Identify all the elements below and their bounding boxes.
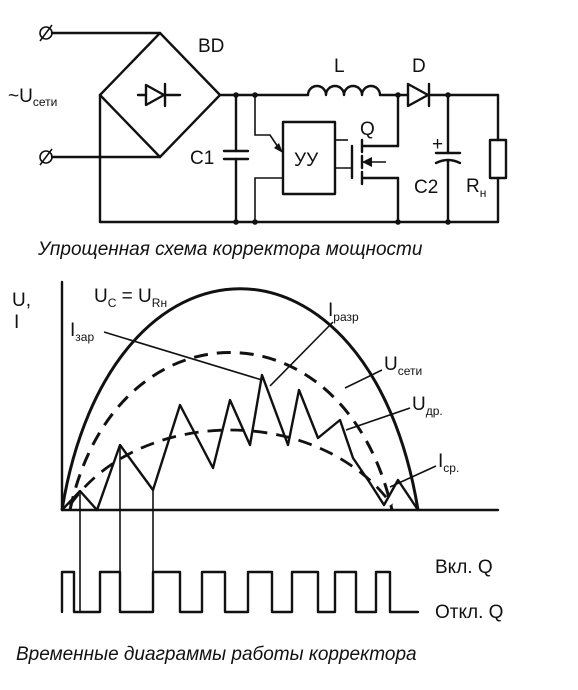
inductor-l	[306, 84, 410, 97]
switch-pwm-pulses	[60, 570, 420, 614]
inductor-current-sawtooth	[60, 373, 420, 512]
mains-terminal-bottom	[39, 148, 162, 166]
input-capacitor-c1	[222, 93, 250, 224]
c2-plus-sign: +	[432, 134, 443, 155]
condition-label: UC = URн	[94, 286, 167, 310]
output-diode-d	[406, 82, 500, 108]
mains-voltage-curve	[60, 287, 420, 511]
mains-voltage-curve-label: Uсети	[384, 354, 422, 378]
axis-label-u: U,	[12, 290, 31, 311]
mains-voltage-label: ~Uсети	[8, 86, 57, 109]
c2-label: C2	[414, 177, 438, 198]
charge-current-label: Iзар	[70, 320, 94, 344]
average-current-curve	[68, 428, 394, 506]
bridge-diode-symbol	[136, 82, 182, 108]
mains-voltage-leader	[344, 369, 383, 389]
switch-off-label: Откл. Q	[435, 602, 503, 623]
c1-label: C1	[190, 148, 214, 169]
diode-label: D	[412, 56, 426, 77]
timing-caption: Временные диаграммы работы корректора	[16, 644, 417, 665]
bridge-label: BD	[198, 36, 224, 57]
switch-label: Q	[360, 119, 375, 140]
controller-block	[254, 95, 352, 222]
inductor-voltage-leader	[345, 407, 411, 431]
discharge-current-leader	[269, 321, 334, 387]
inductor-voltage-curve-label: Uдр.	[412, 394, 443, 418]
mosfet-switch-q	[350, 93, 400, 224]
axis-label-i: I	[14, 312, 19, 333]
average-current-curve-label: Iср.	[438, 451, 459, 475]
mains-terminal-top	[39, 24, 162, 42]
switch-on-label: Вкл. Q	[435, 557, 493, 578]
output-capacitor-c2	[434, 93, 462, 224]
charge-current-leader	[103, 331, 263, 381]
bridge-rectifier	[98, 31, 238, 224]
inductor-voltage-curve	[68, 351, 394, 511]
inductor-label: L	[334, 56, 345, 77]
average-current-leader	[389, 465, 437, 488]
schematic: ~Uсети BD C1	[8, 24, 508, 260]
load-label: Rн	[466, 176, 486, 200]
schematic-caption: Упрощенная схема корректора мощности	[37, 239, 423, 260]
timing-diagram: U, I UC = URн Iзар Iразр Uсети Uдр. Iср.…	[12, 280, 503, 665]
discharge-current-label: Iразр	[328, 300, 359, 324]
controller-label: УУ	[294, 150, 319, 171]
load-resistor	[488, 93, 508, 224]
